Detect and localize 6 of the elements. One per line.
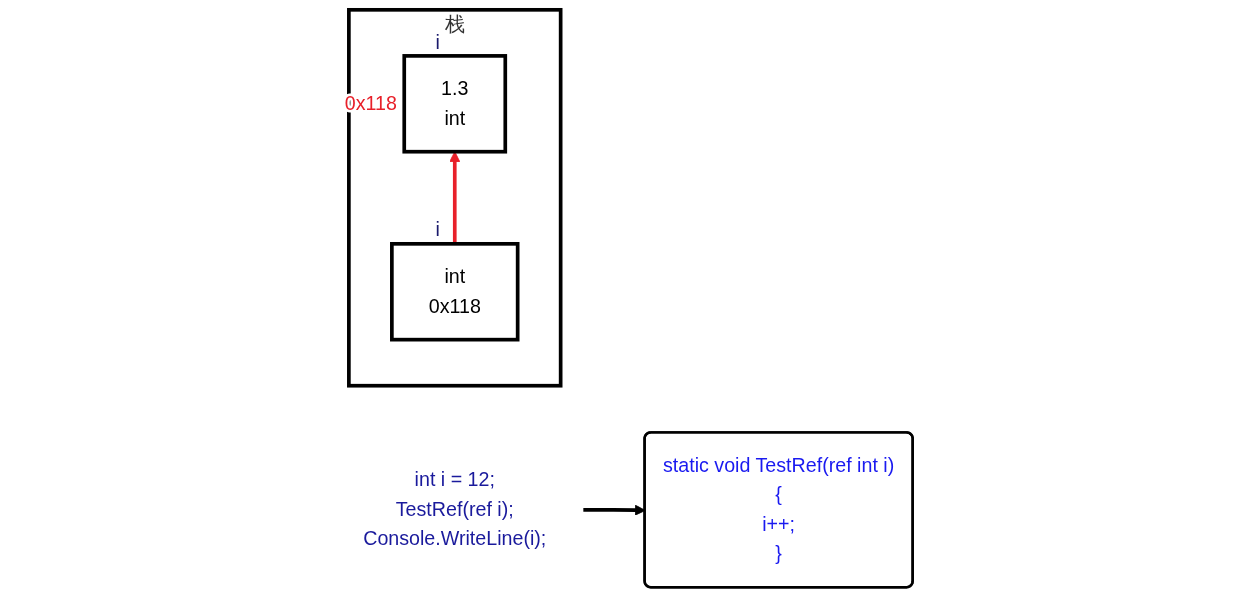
node-box: 1.3 int <box>402 54 508 154</box>
node-text: int i = 12; TestRef(ref i); Console.WriteLine(i); <box>363 469 547 550</box>
beside-label: i <box>435 218 440 241</box>
arrow <box>449 151 461 244</box>
beside-label: i <box>435 30 440 53</box>
node-box: int 0x118 <box>390 242 520 342</box>
